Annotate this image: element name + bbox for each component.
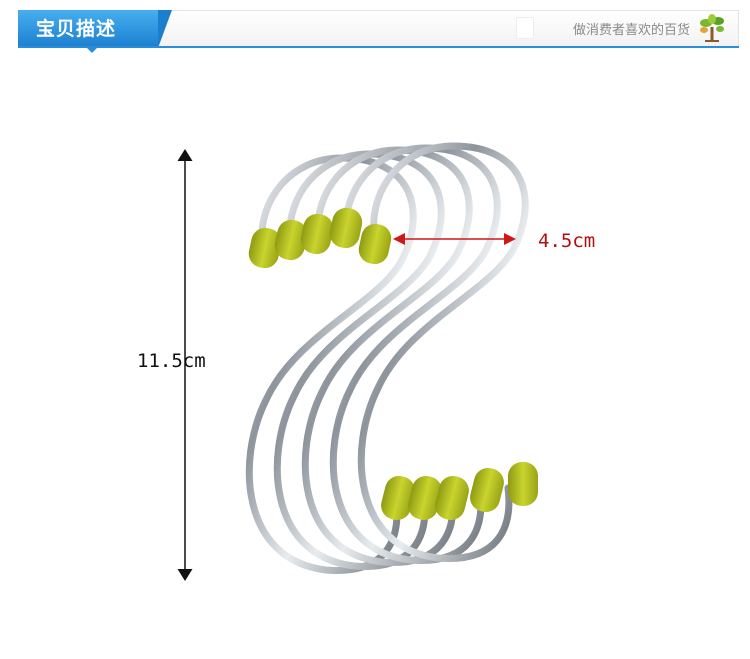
product-photo: [177, 142, 538, 581]
shop-slogan: 做消费者喜欢的百货: [572, 23, 690, 38]
height-label: 11.5cm: [137, 350, 206, 372]
top-caps: [248, 207, 392, 269]
width-label: 4.5cm: [538, 230, 596, 252]
s-hook-set: [245, 142, 529, 574]
slogan-placeholder-box: [516, 17, 534, 39]
bottom-caps: [381, 462, 538, 521]
section-tab: 宝贝描述: [18, 10, 172, 48]
header-divider: [18, 46, 739, 48]
tree-logo-icon: [700, 14, 724, 42]
tab-pointer: [87, 48, 97, 53]
